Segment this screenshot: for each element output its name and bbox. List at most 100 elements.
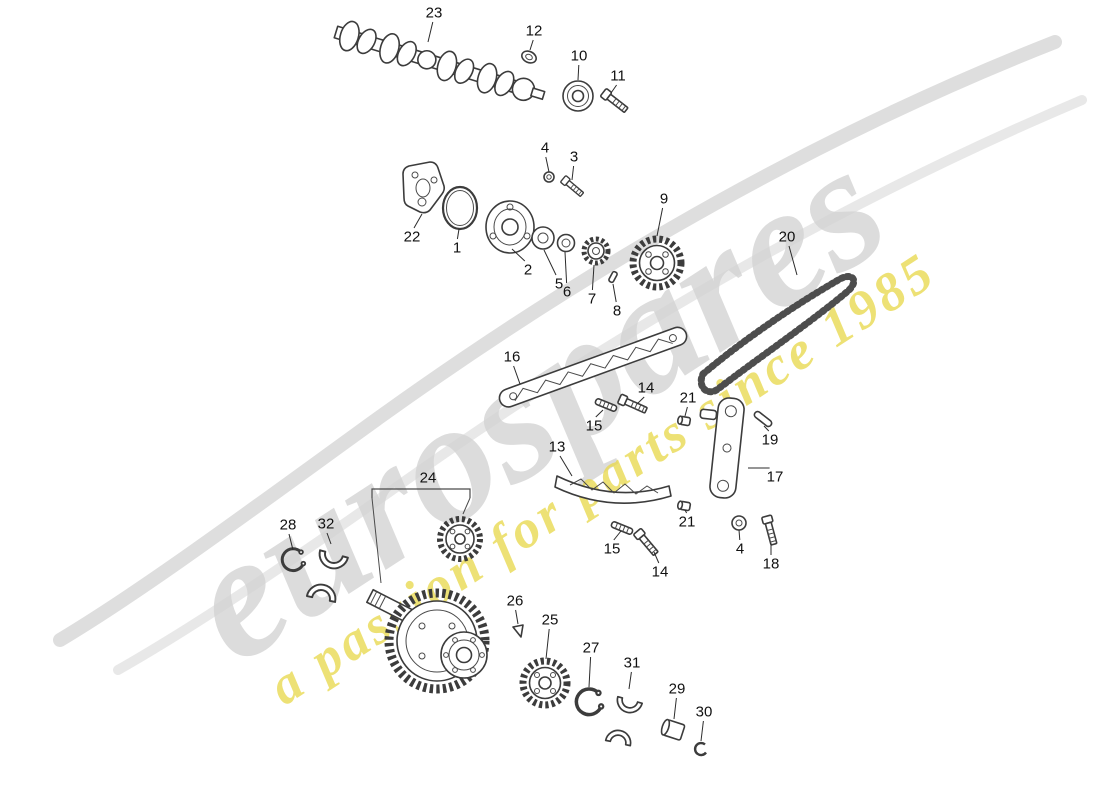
part-14-bolt-lower <box>632 527 661 558</box>
leader-line <box>456 228 460 240</box>
leader-line <box>700 720 704 742</box>
part-19-pin <box>753 410 773 428</box>
part-6-seal <box>556 233 576 253</box>
part-number-label: 26 <box>507 593 524 610</box>
part-number-label: 14 <box>638 380 655 397</box>
part-number-label: 9 <box>660 191 668 208</box>
leader-line <box>515 609 519 625</box>
part-number-label: 16 <box>504 349 521 366</box>
leader-line <box>326 532 332 545</box>
part-20-timing-chain <box>697 273 858 396</box>
part-31-bearing-shell-b <box>604 727 634 747</box>
leader-line <box>636 396 645 405</box>
part-number-label: 2 <box>524 262 532 279</box>
part-15-stud-lower <box>609 520 635 536</box>
part-26-key <box>512 624 524 638</box>
part-number-label: 17 <box>767 469 784 486</box>
watermark-brand: eurospares <box>151 107 917 699</box>
part-24-bracket <box>371 488 471 584</box>
part-number-label: 30 <box>696 704 713 721</box>
leader-line <box>763 425 770 432</box>
part-10-flange <box>562 80 594 112</box>
part-number-label: 28 <box>280 517 297 534</box>
part-25-sprocket <box>519 657 571 709</box>
part-number-label: 4 <box>736 541 744 558</box>
leader-line <box>653 551 660 564</box>
leader-line <box>591 264 595 291</box>
part-13-chain-rail <box>554 475 672 504</box>
part-7-sprocket <box>581 236 611 266</box>
leader-line <box>413 213 423 229</box>
watermark-swoosh <box>53 35 1062 647</box>
part-4-washer-upper <box>543 171 555 183</box>
part-number-label: 12 <box>526 23 543 40</box>
part-23-camshaft <box>333 20 546 102</box>
part-number-label: 25 <box>542 612 559 629</box>
part-8-key <box>608 270 618 284</box>
leader-line <box>788 245 798 276</box>
leader-line <box>673 697 677 720</box>
part-number-label: 23 <box>426 5 443 22</box>
watermark-swoosh-2 <box>113 95 1087 675</box>
leader-line <box>545 156 550 173</box>
part-1-o-ring <box>441 185 479 231</box>
part-number-label: 11 <box>610 68 626 85</box>
part-31-bearing-shell-a <box>613 695 644 717</box>
leader-line <box>613 530 622 541</box>
part-number-label: 20 <box>779 229 796 246</box>
part-30-clip <box>693 741 707 757</box>
leader-line <box>511 248 526 262</box>
part-number-label: 29 <box>669 681 686 698</box>
part-16-chain-rail <box>498 326 688 408</box>
part-12-seal <box>521 50 537 64</box>
part-4-washer-lower <box>731 515 747 531</box>
leader-line <box>577 64 580 81</box>
part-number-label: 22 <box>404 229 421 246</box>
part-number-label: 3 <box>570 149 578 166</box>
leader-line <box>595 409 604 418</box>
leader-line <box>543 249 557 276</box>
part-number-label: 32 <box>318 516 335 533</box>
part-number-label: 18 <box>763 556 780 573</box>
part-number-label: 14 <box>652 564 669 581</box>
part-number-label: 8 <box>613 303 621 320</box>
part-29-roller <box>660 718 686 741</box>
part-number-label: 27 <box>583 640 600 657</box>
part-number-label: 15 <box>604 541 621 558</box>
part-number-label: 7 <box>588 291 596 308</box>
leader-line <box>288 533 294 551</box>
part-number-label: 10 <box>571 48 588 65</box>
part-22-gasket <box>402 161 446 214</box>
leader-line <box>545 628 550 660</box>
leader-line <box>529 39 534 51</box>
leader-line <box>610 84 618 94</box>
part-number-label: 5 <box>555 276 563 293</box>
leader-line <box>559 455 573 477</box>
leader-line <box>684 509 688 514</box>
leader-line <box>571 165 575 181</box>
part-24-small-sprocket <box>437 516 483 562</box>
part-number-label: 4 <box>541 140 549 157</box>
part-number-label: 15 <box>586 418 603 435</box>
leader-line <box>628 671 632 690</box>
part-17-tensioner <box>699 397 745 499</box>
part-21-plug-lower <box>676 500 692 512</box>
part-number-label: 21 <box>680 390 697 407</box>
part-number-label: 13 <box>549 439 566 456</box>
part-9-sprocket <box>629 235 685 291</box>
part-number-label: 6 <box>563 284 571 301</box>
leader-line <box>738 529 741 541</box>
leader-line <box>656 207 664 237</box>
leader-line <box>513 365 521 385</box>
leader-line <box>612 283 617 303</box>
part-number-label: 1 <box>453 240 461 257</box>
leader-line <box>564 251 568 284</box>
part-24-shaft-gear <box>366 588 490 694</box>
part-27-circlip <box>574 687 606 717</box>
leader-line <box>427 21 434 43</box>
leader-line <box>684 406 688 417</box>
leader-line <box>588 656 592 688</box>
